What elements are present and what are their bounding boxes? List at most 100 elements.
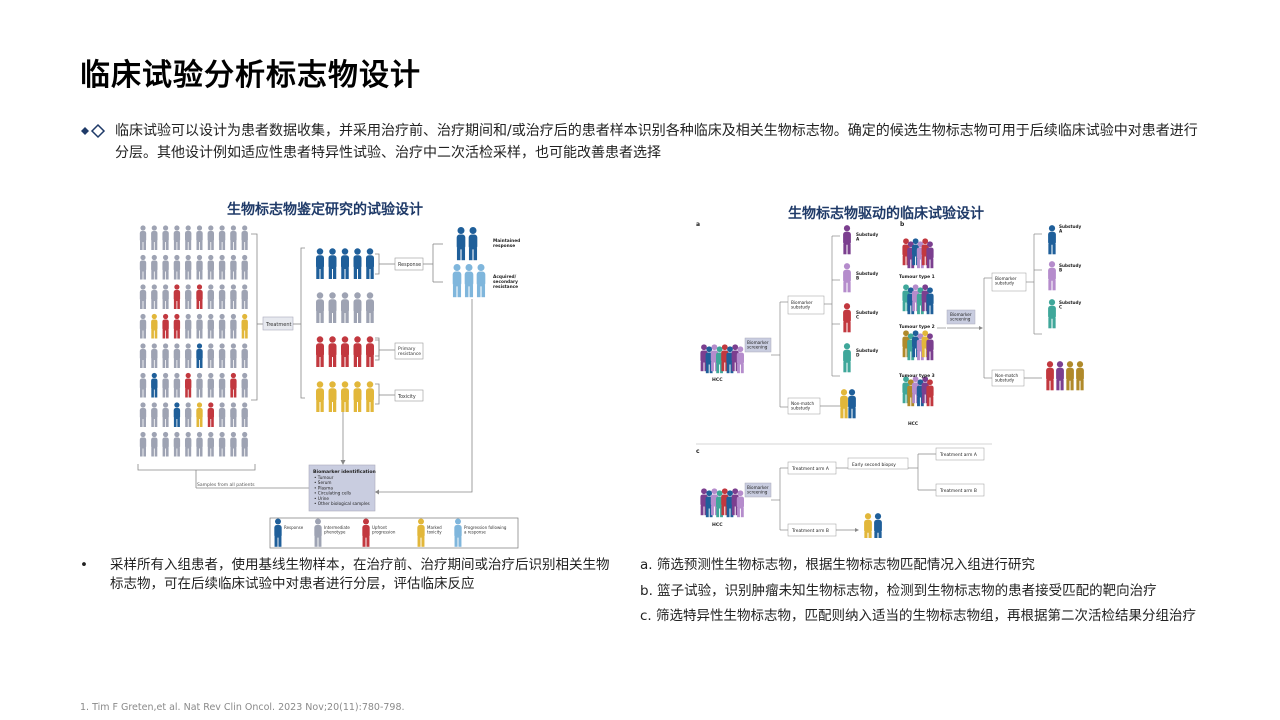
person-icon — [151, 225, 158, 250]
person-icon — [196, 254, 203, 280]
person-icon — [207, 313, 214, 339]
person-icon — [185, 372, 192, 398]
person-icon — [848, 389, 856, 419]
tumour-type-2-label: Tumour type 2 — [899, 324, 935, 330]
person-icon — [328, 381, 337, 412]
person-icon — [230, 372, 237, 398]
person-icon — [366, 248, 374, 279]
person-icon — [366, 292, 374, 323]
person-icon — [353, 381, 362, 412]
person-icon — [185, 313, 192, 339]
person-icon — [196, 402, 203, 427]
person-icon — [1046, 361, 1054, 391]
panel-a-label: a — [696, 221, 700, 228]
biomarker-sample-item: • Tumour — [314, 475, 334, 480]
person-icon — [468, 226, 478, 261]
person-icon — [328, 248, 337, 279]
person-icon — [341, 381, 349, 412]
person-icon — [151, 402, 158, 427]
reference: 1. Tim F Greten,et al. Nat Rev Clin Onco… — [80, 702, 405, 713]
person-icon — [864, 513, 872, 538]
person-icon — [843, 225, 851, 255]
person-icon — [139, 372, 147, 398]
person-icon — [139, 254, 147, 280]
person-icon — [926, 379, 934, 407]
person-icon — [173, 402, 181, 427]
biomarker-sample-item: • Serum — [314, 480, 332, 485]
person-icon — [218, 225, 226, 250]
person-icon — [230, 254, 237, 280]
person-icon — [476, 263, 486, 298]
person-icon — [843, 303, 851, 333]
person-icon — [185, 225, 192, 250]
person-icon — [230, 284, 237, 309]
person-icon — [151, 254, 158, 280]
person-icon — [241, 431, 248, 457]
outcome-groups — [316, 226, 486, 412]
left-bullet-text: 采样所有入组患者，使用基线生物样本，在治疗前、治疗期间或治疗后识别相关生物标志物… — [110, 557, 610, 592]
person-icon — [316, 381, 324, 412]
person-icon — [353, 336, 362, 367]
person-icon — [151, 284, 158, 309]
person-icon — [874, 513, 882, 538]
person-icon — [162, 284, 169, 309]
hcc-label-b: HCC — [908, 421, 918, 427]
person-icon — [173, 372, 181, 398]
person-icon — [230, 431, 237, 457]
person-icon — [843, 263, 851, 293]
person-icon — [196, 225, 203, 250]
biomarker-sample-item: • Urine — [314, 496, 329, 501]
person-icon — [366, 381, 374, 412]
person-icon — [207, 402, 214, 427]
person-icon — [151, 372, 158, 398]
person-icon — [736, 346, 744, 374]
person-icon — [1076, 361, 1084, 391]
person-icon — [151, 343, 158, 368]
person-icon — [218, 343, 226, 368]
treatment-box — [262, 316, 294, 331]
person-icon — [162, 225, 169, 250]
svg-text:Treatment arm A: Treatment arm A — [939, 452, 977, 458]
person-icon — [173, 431, 181, 457]
toxicity-label: Toxicity — [397, 394, 416, 400]
person-icon — [173, 225, 181, 250]
response-label: Response — [398, 262, 421, 268]
person-icon — [207, 431, 214, 457]
figure-legend — [269, 517, 519, 549]
person-icon — [353, 248, 362, 279]
person-icon — [207, 284, 214, 309]
person-icon — [328, 292, 337, 323]
person-icon — [196, 313, 203, 339]
person-icon — [139, 225, 147, 250]
biomarker-identification-diagram: Samples from all patients Treatment Resp… — [137, 225, 520, 549]
person-icon — [456, 226, 466, 261]
panel-b-label: b — [900, 221, 905, 228]
person-icon — [1056, 361, 1064, 391]
person-icon — [736, 490, 744, 518]
person-icon — [1066, 361, 1074, 391]
person-icon — [139, 343, 147, 368]
person-icon — [230, 313, 237, 339]
svg-text:Treatment arm B: Treatment arm B — [939, 488, 977, 494]
biomarker-sample-item: • Plasma — [314, 485, 333, 490]
person-icon — [196, 343, 203, 368]
biomarker-sample-item: • Other biological samples — [314, 501, 370, 506]
hcc-label-c: HCC — [712, 522, 723, 528]
person-icon — [241, 313, 248, 339]
person-icon — [230, 343, 237, 368]
person-icon — [241, 225, 248, 250]
person-icon — [926, 333, 934, 361]
person-icon — [316, 292, 324, 323]
person-icon — [840, 389, 848, 419]
person-icon — [341, 248, 349, 279]
